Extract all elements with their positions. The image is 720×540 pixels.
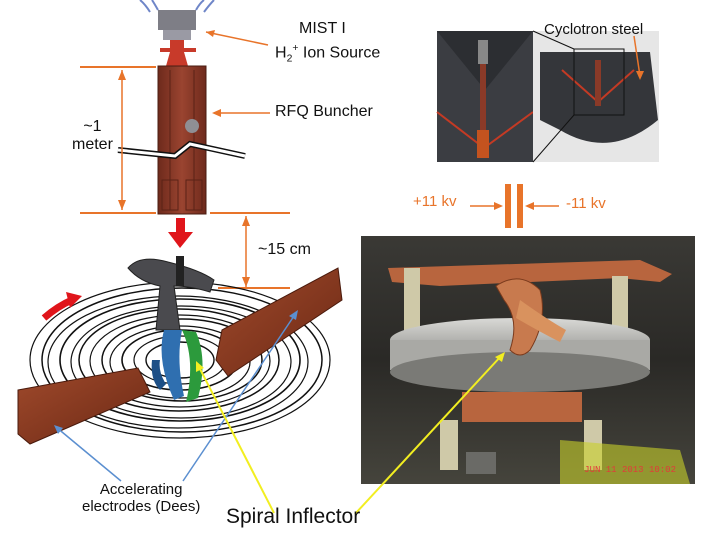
inflector-pointer-model — [197, 364, 275, 514]
cyclotron-steel-label: Cyclotron steel — [544, 21, 644, 38]
inflector-pointer-photo — [354, 354, 503, 515]
plus-kv-label: +11 kv — [413, 193, 457, 210]
left-dee — [17, 367, 151, 445]
ion-source-pointer — [205, 31, 269, 46]
one-meter-label: ~1 meter — [72, 118, 113, 154]
mist-label: MIST I — [299, 20, 346, 37]
dee-pointer-left — [55, 426, 122, 482]
minus-kv-label: -11 kv — [566, 195, 606, 212]
capacitor-icon — [470, 184, 559, 228]
photo-timestamp: JUN 11 2013 10:02 — [584, 465, 676, 475]
spiral-inflector-label: Spiral Inflector — [226, 505, 361, 528]
one-meter-dimension — [80, 66, 290, 214]
inflector-photo: JUN 11 2013 10:02 — [361, 236, 695, 484]
fifteen-cm-dimension — [218, 216, 290, 289]
rfq-buncher — [117, 65, 246, 215]
dees-label: Accelerating electrodes (Dees) — [82, 481, 201, 516]
inflector-model — [127, 256, 215, 402]
right-dee — [215, 267, 343, 377]
ion-source — [139, 0, 215, 66]
cad-image-right — [532, 30, 659, 163]
right-arrow-icon — [41, 292, 82, 321]
cad-image-left — [436, 31, 534, 162]
rfq-label: RFQ Buncher — [275, 103, 373, 120]
ion-source-label: H2+ Ion Source — [275, 43, 381, 65]
down-arrow-icon — [168, 218, 193, 248]
fifteen-cm-label: ~15 cm — [258, 241, 311, 258]
dee-pointer-right — [182, 312, 297, 482]
